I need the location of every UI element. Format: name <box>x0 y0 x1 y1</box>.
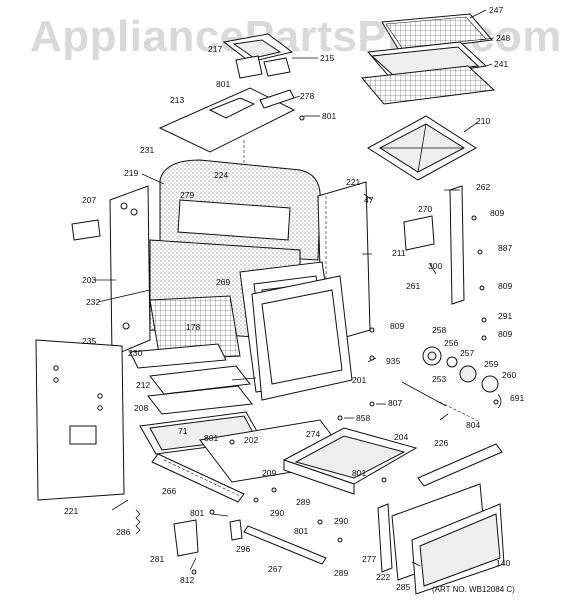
oven-rack <box>361 65 496 105</box>
callout-212: 212 <box>136 380 150 390</box>
callout-208: 208 <box>134 403 148 413</box>
callout-801a: 801 <box>216 79 230 89</box>
control-bracket <box>222 33 294 79</box>
callout-809d: 809 <box>498 329 512 339</box>
callout-812: 812 <box>180 575 194 585</box>
callout-222: 222 <box>376 572 390 582</box>
callout-217: 217 <box>208 44 222 54</box>
callout-285: 285 <box>396 582 410 592</box>
callout-290a: 290 <box>270 508 284 518</box>
callout-935: 935 <box>386 356 400 366</box>
callout-204: 204 <box>394 432 408 442</box>
leader-lines <box>94 9 495 571</box>
callout-801f: 801 <box>294 526 308 536</box>
callout-269: 269 <box>216 277 230 287</box>
callout-267: 267 <box>268 564 282 574</box>
storage-drawer <box>282 427 418 495</box>
callout-691: 691 <box>510 393 524 403</box>
callout-235: 235 <box>82 336 96 346</box>
callout-801c: 801 <box>204 433 218 443</box>
callout-259: 259 <box>484 359 498 369</box>
callout-279: 279 <box>180 190 194 200</box>
callout-291: 291 <box>498 311 512 321</box>
callout-801b: 801 <box>322 111 336 121</box>
callout-296: 296 <box>236 544 250 554</box>
callout-213: 213 <box>170 95 184 105</box>
callout-801d: 801 <box>352 468 366 478</box>
callout-262: 262 <box>476 182 490 192</box>
callout-140: 140 <box>496 558 510 568</box>
drawer-rail-right <box>417 443 503 487</box>
callout-201: 201 <box>352 375 366 385</box>
callout-203: 203 <box>82 275 96 285</box>
bottom-rail <box>243 525 327 565</box>
callout-801e: 801 <box>190 508 204 518</box>
callout-809c: 809 <box>390 321 404 331</box>
callout-209: 209 <box>262 468 276 478</box>
callout-260: 260 <box>502 370 516 380</box>
callout-809a: 809 <box>490 208 504 218</box>
callout-253: 253 <box>432 374 446 384</box>
door-frame <box>251 275 353 401</box>
callout-858: 858 <box>356 413 370 423</box>
callout-230: 230 <box>128 348 142 358</box>
callout-215: 215 <box>320 53 334 63</box>
callout-289a: 289 <box>296 497 310 507</box>
callout-274: 274 <box>306 429 320 439</box>
callout-266: 266 <box>162 486 176 496</box>
callout-221b: 221 <box>64 506 78 516</box>
callout-289b: 289 <box>334 568 348 578</box>
vertical-trim <box>449 185 465 305</box>
rear-panel <box>35 339 125 501</box>
art-number: (ART NO. WB12084 C) <box>432 585 515 594</box>
callout-210: 210 <box>476 116 490 126</box>
drawer-rail-left <box>151 453 245 503</box>
callout-178: 178 <box>186 322 200 332</box>
clip-207 <box>71 219 101 241</box>
callout-278: 278 <box>300 91 314 101</box>
callout-270: 270 <box>418 204 432 214</box>
callout-221a: 221 <box>346 177 360 187</box>
callout-286: 286 <box>116 527 130 537</box>
door-hinge <box>135 509 199 557</box>
callout-232: 232 <box>86 297 100 307</box>
callout-804: 804 <box>466 420 480 430</box>
callout-211: 211 <box>392 248 406 258</box>
broil-pan-grid <box>381 13 493 53</box>
callouts: 247 248 217 215 241 213 801 278 801 210 … <box>64 5 524 592</box>
callout-290b: 290 <box>334 516 348 526</box>
callout-277: 277 <box>362 554 376 564</box>
callout-257: 257 <box>460 348 474 358</box>
callout-256: 256 <box>444 338 458 348</box>
screws <box>191 115 499 575</box>
oven-bottom <box>367 115 477 181</box>
callout-224: 224 <box>214 170 228 180</box>
burner-controls <box>401 346 502 423</box>
clip-296 <box>229 519 243 541</box>
callout-887: 887 <box>498 243 512 253</box>
top-panel <box>158 87 296 170</box>
callout-231: 231 <box>140 145 154 155</box>
callout-47: 47 <box>364 195 374 205</box>
callout-207: 207 <box>82 195 96 205</box>
callout-202: 202 <box>244 435 258 445</box>
callout-241: 241 <box>494 59 508 69</box>
callout-219: 219 <box>124 168 138 178</box>
callout-809b: 809 <box>498 281 512 291</box>
callout-258: 258 <box>432 325 446 335</box>
callout-807: 807 <box>388 398 402 408</box>
callout-247: 247 <box>489 5 503 15</box>
callout-300: 300 <box>428 261 442 271</box>
callout-248: 248 <box>496 33 510 43</box>
callout-71: 71 <box>178 426 188 436</box>
panel-270 <box>403 215 435 251</box>
bake-element <box>129 295 241 369</box>
callout-261: 261 <box>406 281 420 291</box>
callout-281: 281 <box>150 554 164 564</box>
callout-226: 226 <box>434 438 448 448</box>
side-wrapper-left <box>109 185 151 357</box>
drawer-front <box>377 483 505 595</box>
